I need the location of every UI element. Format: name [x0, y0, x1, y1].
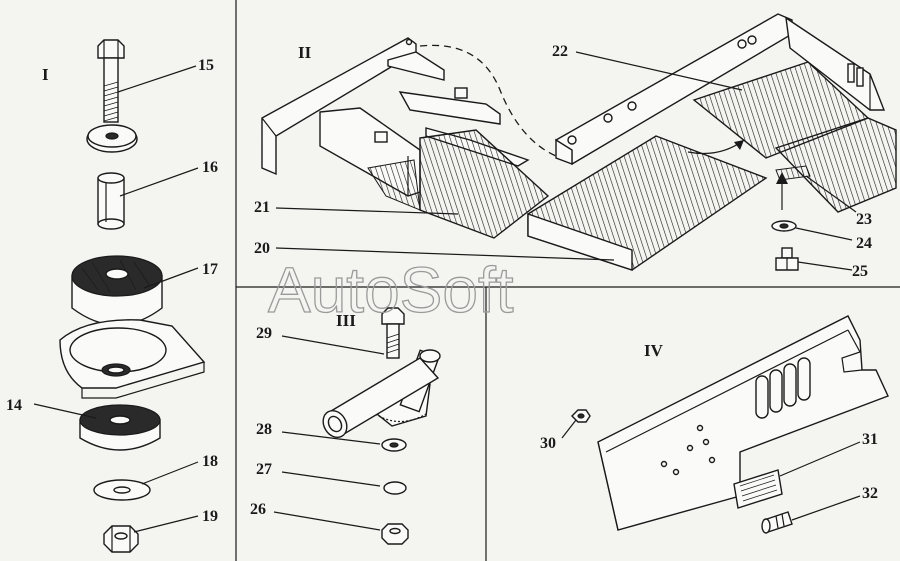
flat-washer-part — [381, 438, 407, 452]
bolt-part — [86, 39, 138, 153]
callout-32: 32 — [862, 485, 878, 502]
watermark-text: AutoSoft — [268, 254, 514, 326]
right-step-grating — [692, 61, 897, 213]
spring-washer-part — [771, 220, 797, 232]
long-bolt-part — [381, 307, 405, 359]
upper-cushion-part — [71, 255, 163, 326]
lock-washer-part — [383, 481, 407, 495]
lower-cushion-part — [79, 404, 161, 451]
callout-31: 31 — [862, 431, 878, 448]
nut-part — [103, 525, 139, 553]
left-step-grating — [367, 129, 550, 239]
short-bolt-part — [775, 247, 799, 271]
callout-29: 29 — [256, 325, 272, 342]
section-1-mount-assembly — [59, 39, 206, 553]
callout-14: 14 — [6, 397, 22, 414]
callout-15: 15 — [198, 57, 214, 74]
hex-nut-part — [381, 523, 409, 545]
panel-dividers — [235, 0, 900, 561]
callout-18: 18 — [202, 453, 218, 470]
callout-25: 25 — [852, 263, 868, 280]
callout-28: 28 — [256, 421, 272, 438]
callout-26: 26 — [250, 501, 266, 518]
section-4-frame-member — [571, 315, 889, 534]
callout-23: 23 — [856, 211, 872, 228]
right-bracket-frame — [555, 13, 886, 166]
section-label-2: II — [298, 43, 312, 62]
callout-17: 17 — [202, 261, 218, 278]
callout-22: 22 — [552, 43, 568, 60]
callout-24: 24 — [856, 235, 872, 252]
small-nut-part — [571, 409, 591, 423]
frame-member-part — [597, 315, 889, 531]
section-label-4: IV — [644, 341, 664, 360]
callout-21: 21 — [254, 199, 270, 216]
sleeve-part — [97, 172, 125, 230]
callout-20: 20 — [254, 240, 270, 257]
callout-16: 16 — [202, 159, 218, 176]
screw-part — [761, 511, 793, 534]
step-plate-part — [527, 135, 768, 271]
section-label-3: III — [336, 311, 356, 330]
callout-30: 30 — [540, 435, 556, 452]
nameplate-part — [733, 469, 783, 509]
section-2-step-assembly — [261, 13, 897, 271]
washer-part — [93, 479, 151, 501]
callout-27: 27 — [256, 461, 272, 478]
strip-part — [775, 165, 811, 181]
section-label-1: I — [42, 65, 49, 84]
tube-part — [322, 357, 440, 439]
leader-lines — [33, 51, 861, 533]
bracket-plate-part — [59, 319, 206, 399]
callout-19: 19 — [202, 508, 218, 525]
section-3-hinge-assembly — [322, 307, 441, 545]
